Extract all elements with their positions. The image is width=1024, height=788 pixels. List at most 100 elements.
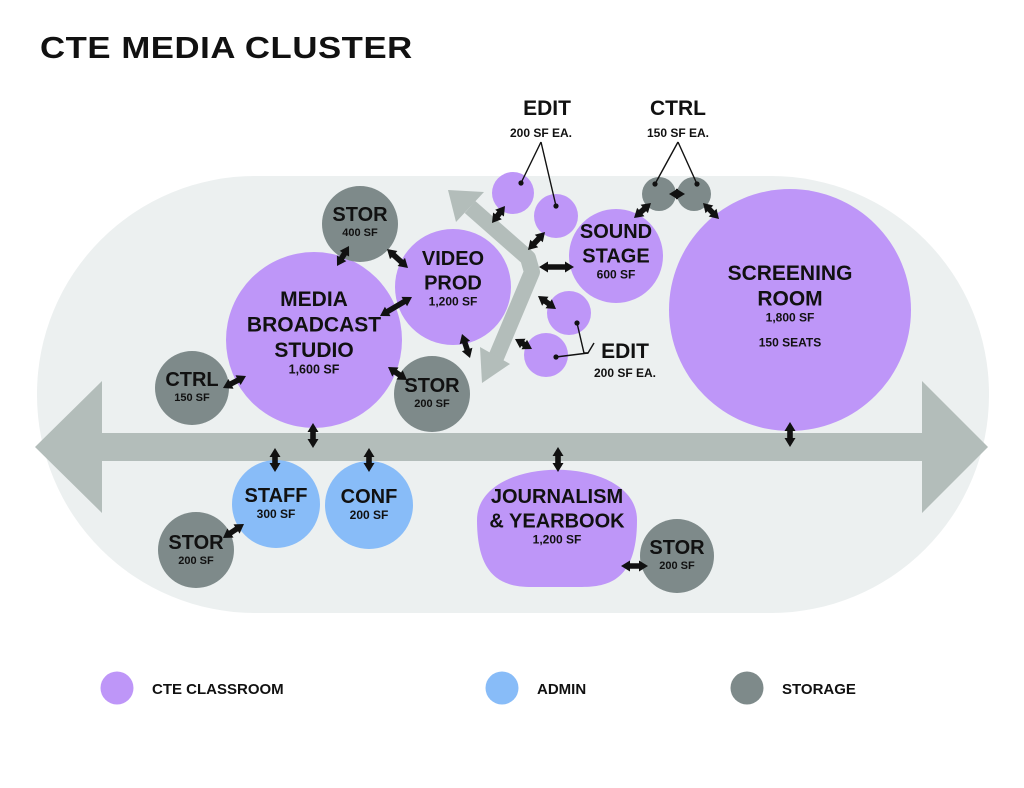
leader-line [654, 141, 679, 185]
space-stor-200-journalism [640, 519, 714, 593]
space-area-journalism-yearbook: 1,200 SF [533, 532, 582, 546]
adjacency-arrow [388, 367, 407, 380]
secondary-circulation-arrow [448, 190, 540, 383]
space-edit-4 [524, 333, 568, 377]
space-name-journalism-yearbook: & YEARBOOK [489, 510, 625, 532]
adjacency-connectors [223, 188, 796, 572]
space-name-video-prod: PROD [424, 272, 482, 294]
adjacency-arrow [621, 560, 648, 572]
space-name-video-prod: VIDEO [422, 248, 484, 270]
leader-dot [652, 181, 658, 187]
callout-name-edit-top: EDIT [523, 97, 571, 120]
bent-arrow-head-bottom [480, 347, 510, 383]
adjacency-arrow [363, 448, 375, 472]
adjacency-arrow [515, 338, 532, 350]
legend-label-admin: ADMIN [537, 681, 586, 698]
adjacency-arrow [634, 203, 651, 218]
adjacency-arrow [492, 206, 505, 223]
spaces-layer [155, 172, 911, 593]
leader-dot [694, 181, 700, 187]
adjacency-arrow [269, 448, 281, 472]
space-name-stor-200-studio: STOR [404, 375, 460, 397]
space-name-stor-400: STOR [332, 204, 388, 226]
space-name-media-broadcast-studio: BROADCAST [247, 314, 381, 337]
space-note-screening-room: 150 SEATS [759, 336, 821, 350]
leader-line [540, 141, 557, 207]
space-area-stor-200-journalism: 200 SF [659, 560, 695, 572]
leader-dot [518, 180, 524, 186]
space-ctrl-b [677, 177, 711, 211]
space-area-screening-room: 1,800 SF [766, 311, 815, 325]
leader-dot [553, 354, 559, 360]
space-area-conf: 200 SF [350, 508, 389, 522]
adjacency-arrow [387, 249, 408, 268]
legend-label-cte-classroom: CTE CLASSROOM [152, 681, 284, 698]
space-conf [325, 461, 413, 549]
space-name-ctrl-150: CTRL [165, 369, 218, 391]
bent-arrow-head-top [448, 190, 484, 222]
space-area-staff: 300 SF [257, 507, 296, 521]
adjacency-arrow [459, 334, 473, 358]
adjacency-arrow [223, 524, 244, 538]
adjacency-arrow [784, 422, 796, 447]
adjacency-arrow [380, 296, 412, 317]
adjacency-arrow [669, 188, 685, 200]
callout-name-ctrl-top: CTRL [650, 97, 706, 120]
space-ctrl-a [642, 177, 676, 211]
leader-line [520, 141, 542, 184]
legend-swatch-storage [730, 671, 764, 705]
space-edit-3 [547, 291, 591, 335]
leader-line [677, 141, 698, 185]
space-sound-stage [569, 209, 663, 303]
callout-area-edit-top: 200 SF EA. [510, 126, 572, 140]
space-area-sound-stage: 600 SF [597, 267, 636, 281]
adjacency-arrow [336, 246, 350, 266]
space-journalism-yearbook [477, 469, 637, 587]
adjacency-arrow [539, 261, 574, 273]
adjacency-arrow [552, 447, 564, 472]
leader-dot [574, 320, 580, 326]
space-name-screening-room: ROOM [757, 288, 822, 311]
legend-swatch-cte-classroom [100, 671, 134, 705]
space-area-stor-200-staff: 200 SF [178, 555, 214, 567]
bent-arrow-shaft [464, 200, 540, 364]
callout-area-edit-bottom: 200 SF EA. [594, 366, 656, 380]
legend: CTE CLASSROOM ADMIN STORAGE [100, 671, 856, 705]
adjacency-arrow [538, 296, 556, 309]
space-name-media-broadcast-studio: MEDIA [280, 288, 348, 311]
callout-area-ctrl-top: 150 SF EA. [647, 126, 709, 140]
adjacency-arrow [223, 375, 246, 389]
adjacency-arrow [528, 232, 545, 250]
space-name-stor-200-staff: STOR [168, 532, 224, 554]
space-name-screening-room: SCREENING [728, 262, 853, 285]
space-video-prod [395, 229, 511, 345]
space-screening-room [669, 189, 911, 431]
space-area-media-broadcast-studio: 1,600 SF [289, 363, 340, 377]
space-name-sound-stage: SOUND [580, 221, 652, 243]
space-area-stor-400: 400 SF [342, 227, 378, 239]
legend-label-storage: STORAGE [782, 681, 856, 698]
space-ctrl-150 [155, 351, 229, 425]
space-stor-200-staff [158, 512, 234, 588]
space-media-broadcast-studio [226, 252, 402, 428]
space-name-staff: STAFF [245, 485, 308, 507]
space-name-sound-stage: STAGE [582, 245, 649, 267]
leader-dot [553, 203, 559, 209]
legend-swatch-admin [485, 671, 519, 705]
space-name-media-broadcast-studio: STUDIO [274, 339, 353, 362]
diagram-title: CTE MEDIA CLUSTER [40, 30, 413, 65]
space-staff [232, 460, 320, 548]
space-area-stor-200-studio: 200 SF [414, 398, 450, 410]
adjacency-arrow [703, 203, 719, 219]
space-stor-200-studio [394, 356, 470, 432]
space-name-journalism-yearbook: JOURNALISM [491, 486, 623, 508]
space-name-stor-200-journalism: STOR [649, 537, 705, 559]
main-circulation-arrow [35, 381, 988, 513]
adjacency-arrow [307, 423, 319, 448]
space-stor-400 [322, 186, 398, 262]
space-name-conf: CONF [341, 486, 398, 508]
leader-line [555, 352, 589, 358]
